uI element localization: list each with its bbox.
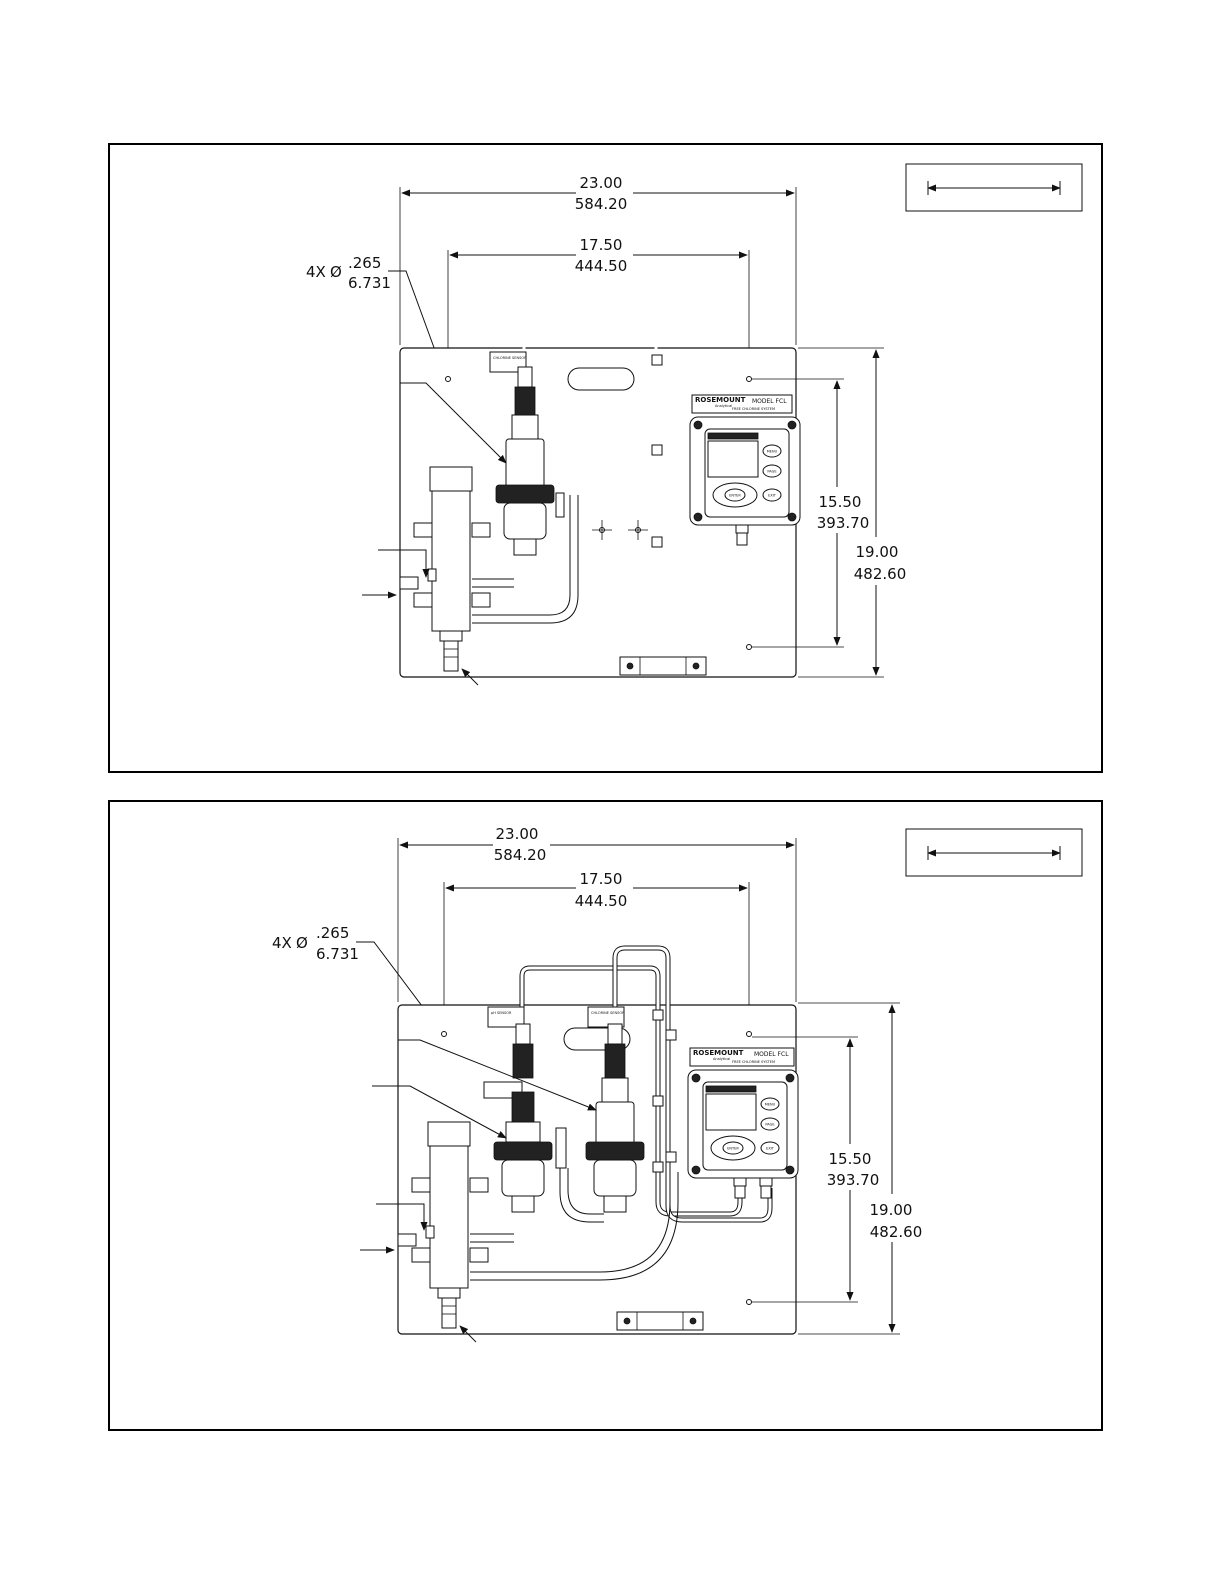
vertical-spacing-mm: 393.70 (827, 1171, 880, 1189)
svg-text:CHLORINE SENSOR: CHLORINE SENSOR (493, 356, 527, 360)
hole-spacing-mm: 444.50 (575, 257, 628, 275)
width-mm: 584.20 (494, 846, 547, 864)
svg-text:ENTER: ENTER (727, 1147, 739, 1151)
flow-cell (399, 466, 579, 672)
height-mm: 482.60 (854, 565, 907, 583)
hole-diameter-mm: 6.731 (348, 274, 391, 292)
svg-text:PAGE: PAGE (767, 470, 776, 474)
svg-text:PAGE: PAGE (765, 1123, 774, 1127)
mounting-hole (746, 1299, 752, 1305)
sensor-tag (489, 351, 527, 373)
sensor-tag (487, 1006, 525, 1028)
svg-text:FREE CHLORINE SYSTEM: FREE CHLORINE SYSTEM (732, 407, 775, 411)
fcl-analyzer: ROSEMOUNT Analytical MODEL FCL FREE CHLO… (687, 1047, 799, 1199)
analyzer-display (707, 440, 759, 478)
analyzer-display (705, 1093, 757, 1131)
hole-spacing-mm: 444.50 (575, 892, 628, 910)
hole-diameter-mm: 6.731 (316, 945, 359, 963)
leader-lines (362, 382, 507, 686)
height-inches: 19.00 (870, 1201, 913, 1219)
diameter-symbol: Ø (330, 263, 342, 281)
sensor-tag (587, 1006, 625, 1028)
mounting-hole (445, 376, 451, 382)
hole-spacing-inches: 17.50 (580, 870, 623, 888)
vertical-spacing-dimension: 15.50 393.70 (752, 378, 870, 648)
svg-text:Analytical: Analytical (713, 1057, 730, 1061)
panel-drawing-dual-sensor: 23.00 584.20 17.50 444.50 4X Ø .265 6.73… (272, 825, 1083, 1343)
vertical-spacing-inches: 15.50 (829, 1150, 872, 1168)
height-mm: 482.60 (870, 1223, 923, 1241)
mounting-hole (746, 376, 752, 382)
hole-diameter-inches: .265 (316, 924, 349, 942)
legend-box (905, 163, 1083, 212)
bottom-bracket (616, 1311, 704, 1331)
svg-text:ROSEMOUNT: ROSEMOUNT (695, 396, 746, 404)
page-key (760, 1117, 780, 1131)
svg-text:MODEL FCL: MODEL FCL (752, 398, 787, 405)
svg-text:MENU: MENU (765, 1103, 776, 1107)
bottom-bracket (619, 656, 707, 676)
height-dimension: 19.00 482.60 (798, 347, 907, 678)
drawing-frame-single-sensor: 23.00 584.20 17.50 444.50 4X Ø .265 6.73… (108, 143, 1103, 773)
legend-box (905, 828, 1083, 877)
mounting-hole-callout: 4X Ø .265 6.731 (272, 924, 441, 1031)
exit-key (760, 1141, 780, 1155)
exit-key (762, 488, 782, 502)
analyzer-nameplate (691, 394, 793, 414)
sample-tubing (522, 315, 744, 579)
vertical-spacing-dimension: 15.50 393.70 (752, 1036, 880, 1303)
hole-spacing-inches: 17.50 (580, 236, 623, 254)
svg-text:Analytical: Analytical (715, 404, 732, 408)
svg-text:CHLORINE SENSOR: CHLORINE SENSOR (591, 1011, 625, 1015)
analyzer-nameplate (689, 1047, 795, 1067)
menu-key (762, 444, 782, 458)
diameter-symbol: Ø (296, 934, 308, 952)
svg-text:ROSEMOUNT: ROSEMOUNT (693, 1049, 744, 1057)
svg-text:ENTER: ENTER (729, 494, 741, 498)
ph-sensor: pH SENSOR (483, 1006, 567, 1213)
vertical-spacing-inches: 15.50 (819, 493, 862, 511)
menu-key (760, 1097, 780, 1111)
flow-cell (397, 1121, 679, 1329)
svg-text:MENU: MENU (767, 450, 778, 454)
mounting-hole (441, 1031, 447, 1037)
hole-count: 4X (306, 263, 326, 281)
svg-text:MODEL FCL: MODEL FCL (754, 1051, 789, 1058)
drawing-frame-dual-sensor: 23.00 584.20 17.50 444.50 4X Ø .265 6.73… (108, 800, 1103, 1431)
vertical-spacing-mm: 393.70 (817, 514, 870, 532)
mounting-hole (746, 644, 752, 650)
chlorine-sensor: CHLORINE SENSOR (489, 351, 565, 556)
width-dimension: 23.00 584.20 (397, 825, 797, 1002)
svg-text:FREE CHLORINE SYSTEM: FREE CHLORINE SYSTEM (732, 1060, 775, 1064)
width-inches: 23.00 (580, 174, 623, 192)
mounting-hole (746, 1031, 752, 1037)
page-key (762, 464, 782, 478)
chlorine-sensor: CHLORINE SENSOR (559, 1006, 645, 1223)
svg-text:pH SENSOR: pH SENSOR (491, 1011, 512, 1015)
panel-handle-slot (567, 367, 635, 391)
width-mm: 584.20 (575, 195, 628, 213)
width-dimension: 23.00 584.20 (399, 174, 797, 345)
svg-text:EXIT: EXIT (766, 1147, 775, 1151)
height-dimension: 19.00 482.60 (798, 1002, 923, 1335)
leader-lines (360, 1039, 597, 1343)
panel-drawing-single-sensor: 23.00 584.20 17.50 444.50 4X Ø .265 6.73… (306, 163, 1083, 686)
hole-count: 4X (272, 934, 292, 952)
svg-text:EXIT: EXIT (768, 494, 777, 498)
height-inches: 19.00 (856, 543, 899, 561)
sample-tubing (519, 945, 773, 1223)
hole-diameter-inches: .265 (348, 254, 381, 272)
width-inches: 23.00 (496, 825, 539, 843)
mounting-hole-callout: 4X Ø .265 6.731 (306, 254, 445, 376)
fcl-analyzer: ROSEMOUNT Analytical MODEL FCL FREE CHLO… (689, 394, 801, 546)
